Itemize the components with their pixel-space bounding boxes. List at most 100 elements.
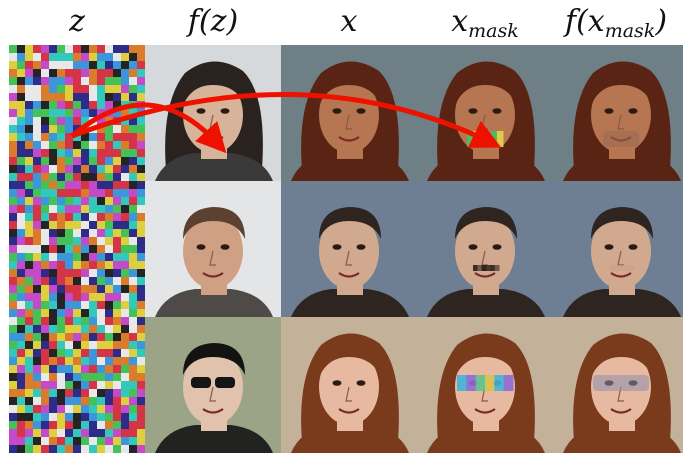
- noise-pixel: [129, 269, 138, 278]
- noise-pixel: [81, 405, 90, 414]
- noise-pixel: [33, 165, 42, 174]
- noise-pixel: [97, 293, 106, 302]
- noise-pixel: [65, 285, 74, 294]
- mask-patch: [497, 131, 504, 147]
- noise-pixel: [33, 381, 42, 390]
- noise-pixel: [129, 189, 138, 198]
- noise-pixel: [33, 53, 42, 62]
- noise-pixel: [121, 45, 130, 54]
- noise-pixel: [33, 293, 42, 302]
- noise-pixel: [65, 277, 74, 286]
- noise-pixel: [41, 389, 50, 398]
- noise-pixel: [33, 333, 42, 342]
- noise-pixel: [17, 357, 26, 366]
- header-z-base: z: [69, 4, 85, 39]
- noise-pixel: [17, 157, 26, 166]
- noise-pixel: [113, 421, 122, 430]
- noise-pixel: [57, 445, 66, 453]
- noise-pixel: [81, 269, 90, 278]
- noise-pixel: [41, 421, 50, 430]
- noise-pixel: [65, 165, 74, 174]
- header-x: x: [281, 2, 417, 42]
- noise-pixel: [113, 285, 122, 294]
- noise-pixel: [97, 253, 106, 262]
- mouth: [338, 408, 360, 414]
- noise-pixel: [129, 45, 138, 54]
- noise-pixel: [121, 437, 130, 446]
- noise-pixel: [9, 237, 18, 246]
- noise-pixel: [9, 61, 18, 70]
- noise-pixel: [33, 389, 42, 398]
- noise-pixel: [89, 53, 98, 62]
- noise-pixel: [121, 237, 130, 246]
- generated-image-svg: [145, 181, 281, 317]
- noise-pixel: [129, 365, 138, 374]
- noise-pixel: [121, 405, 130, 414]
- mask-patch: [475, 375, 486, 391]
- noise-pixel: [49, 301, 58, 310]
- noise-pixel: [9, 285, 18, 294]
- noise-pixel: [41, 405, 50, 414]
- noise-pixel: [137, 421, 145, 430]
- mask-patch: [466, 375, 477, 391]
- noise-pixel: [65, 109, 74, 118]
- noise-pixel: [105, 197, 114, 206]
- noise-pixel: [41, 133, 50, 142]
- noise-pixel: [121, 365, 130, 374]
- noise-pixel: [49, 413, 58, 422]
- noise-pixel: [57, 397, 66, 406]
- noise-pixel: [105, 437, 114, 446]
- noise-pixel: [17, 389, 26, 398]
- noise-pixel: [65, 317, 74, 326]
- noise-pixel: [57, 301, 66, 310]
- noise-pixel: [97, 309, 106, 317]
- noise-pixel: [81, 349, 90, 358]
- generated-image-svg: [145, 45, 281, 181]
- noise-pixel: [41, 229, 50, 238]
- original-image: [281, 181, 417, 317]
- noise-pixel: [65, 397, 74, 406]
- mask-patch: [485, 375, 495, 391]
- noise-pixel: [65, 357, 74, 366]
- noise-pixel: [89, 333, 98, 342]
- noise-pixel: [73, 437, 82, 446]
- noise-pixel: [17, 381, 26, 390]
- mask-patch: [457, 375, 467, 391]
- noise-pixel: [73, 429, 82, 438]
- noise-pixel: [81, 413, 90, 422]
- noise-pixel: [25, 445, 34, 453]
- noise-pixel: [105, 397, 114, 406]
- nose: [617, 386, 624, 402]
- header-f-of-z-base: z: [210, 4, 227, 39]
- noise-pixel: [89, 221, 98, 230]
- noise-pixel: [105, 77, 114, 86]
- noise-pixel: [9, 349, 18, 358]
- noise-pixel: [33, 341, 42, 350]
- noise-pixel: [129, 261, 138, 270]
- noise-pixel: [17, 245, 26, 254]
- noise-pixel: [121, 349, 130, 358]
- noise-pixel: [73, 325, 82, 334]
- hair-top: [455, 207, 517, 239]
- noise-pixel: [17, 445, 26, 453]
- noise-pixel: [65, 229, 74, 238]
- noise-pixel: [81, 333, 90, 342]
- eye-right: [220, 244, 230, 250]
- noise-pixel: [137, 357, 145, 366]
- noise-pixel: [65, 365, 74, 374]
- noise-pixel: [33, 325, 42, 334]
- noise-pixel: [105, 309, 114, 317]
- noise-pixel: [65, 149, 74, 158]
- noise-pixel: [65, 269, 74, 278]
- noise-pixel: [129, 301, 138, 310]
- noise-pixel: [97, 213, 106, 222]
- noise-pixel: [89, 293, 98, 302]
- noise-pixel: [113, 381, 122, 390]
- noise-pixel: [105, 429, 114, 438]
- noise-pixel: [121, 389, 130, 398]
- noise-pixel: [129, 389, 138, 398]
- noise-pixel: [137, 413, 145, 422]
- noise-pixel: [81, 221, 90, 230]
- noise-pixel: [17, 53, 26, 62]
- noise-pixel: [129, 429, 138, 438]
